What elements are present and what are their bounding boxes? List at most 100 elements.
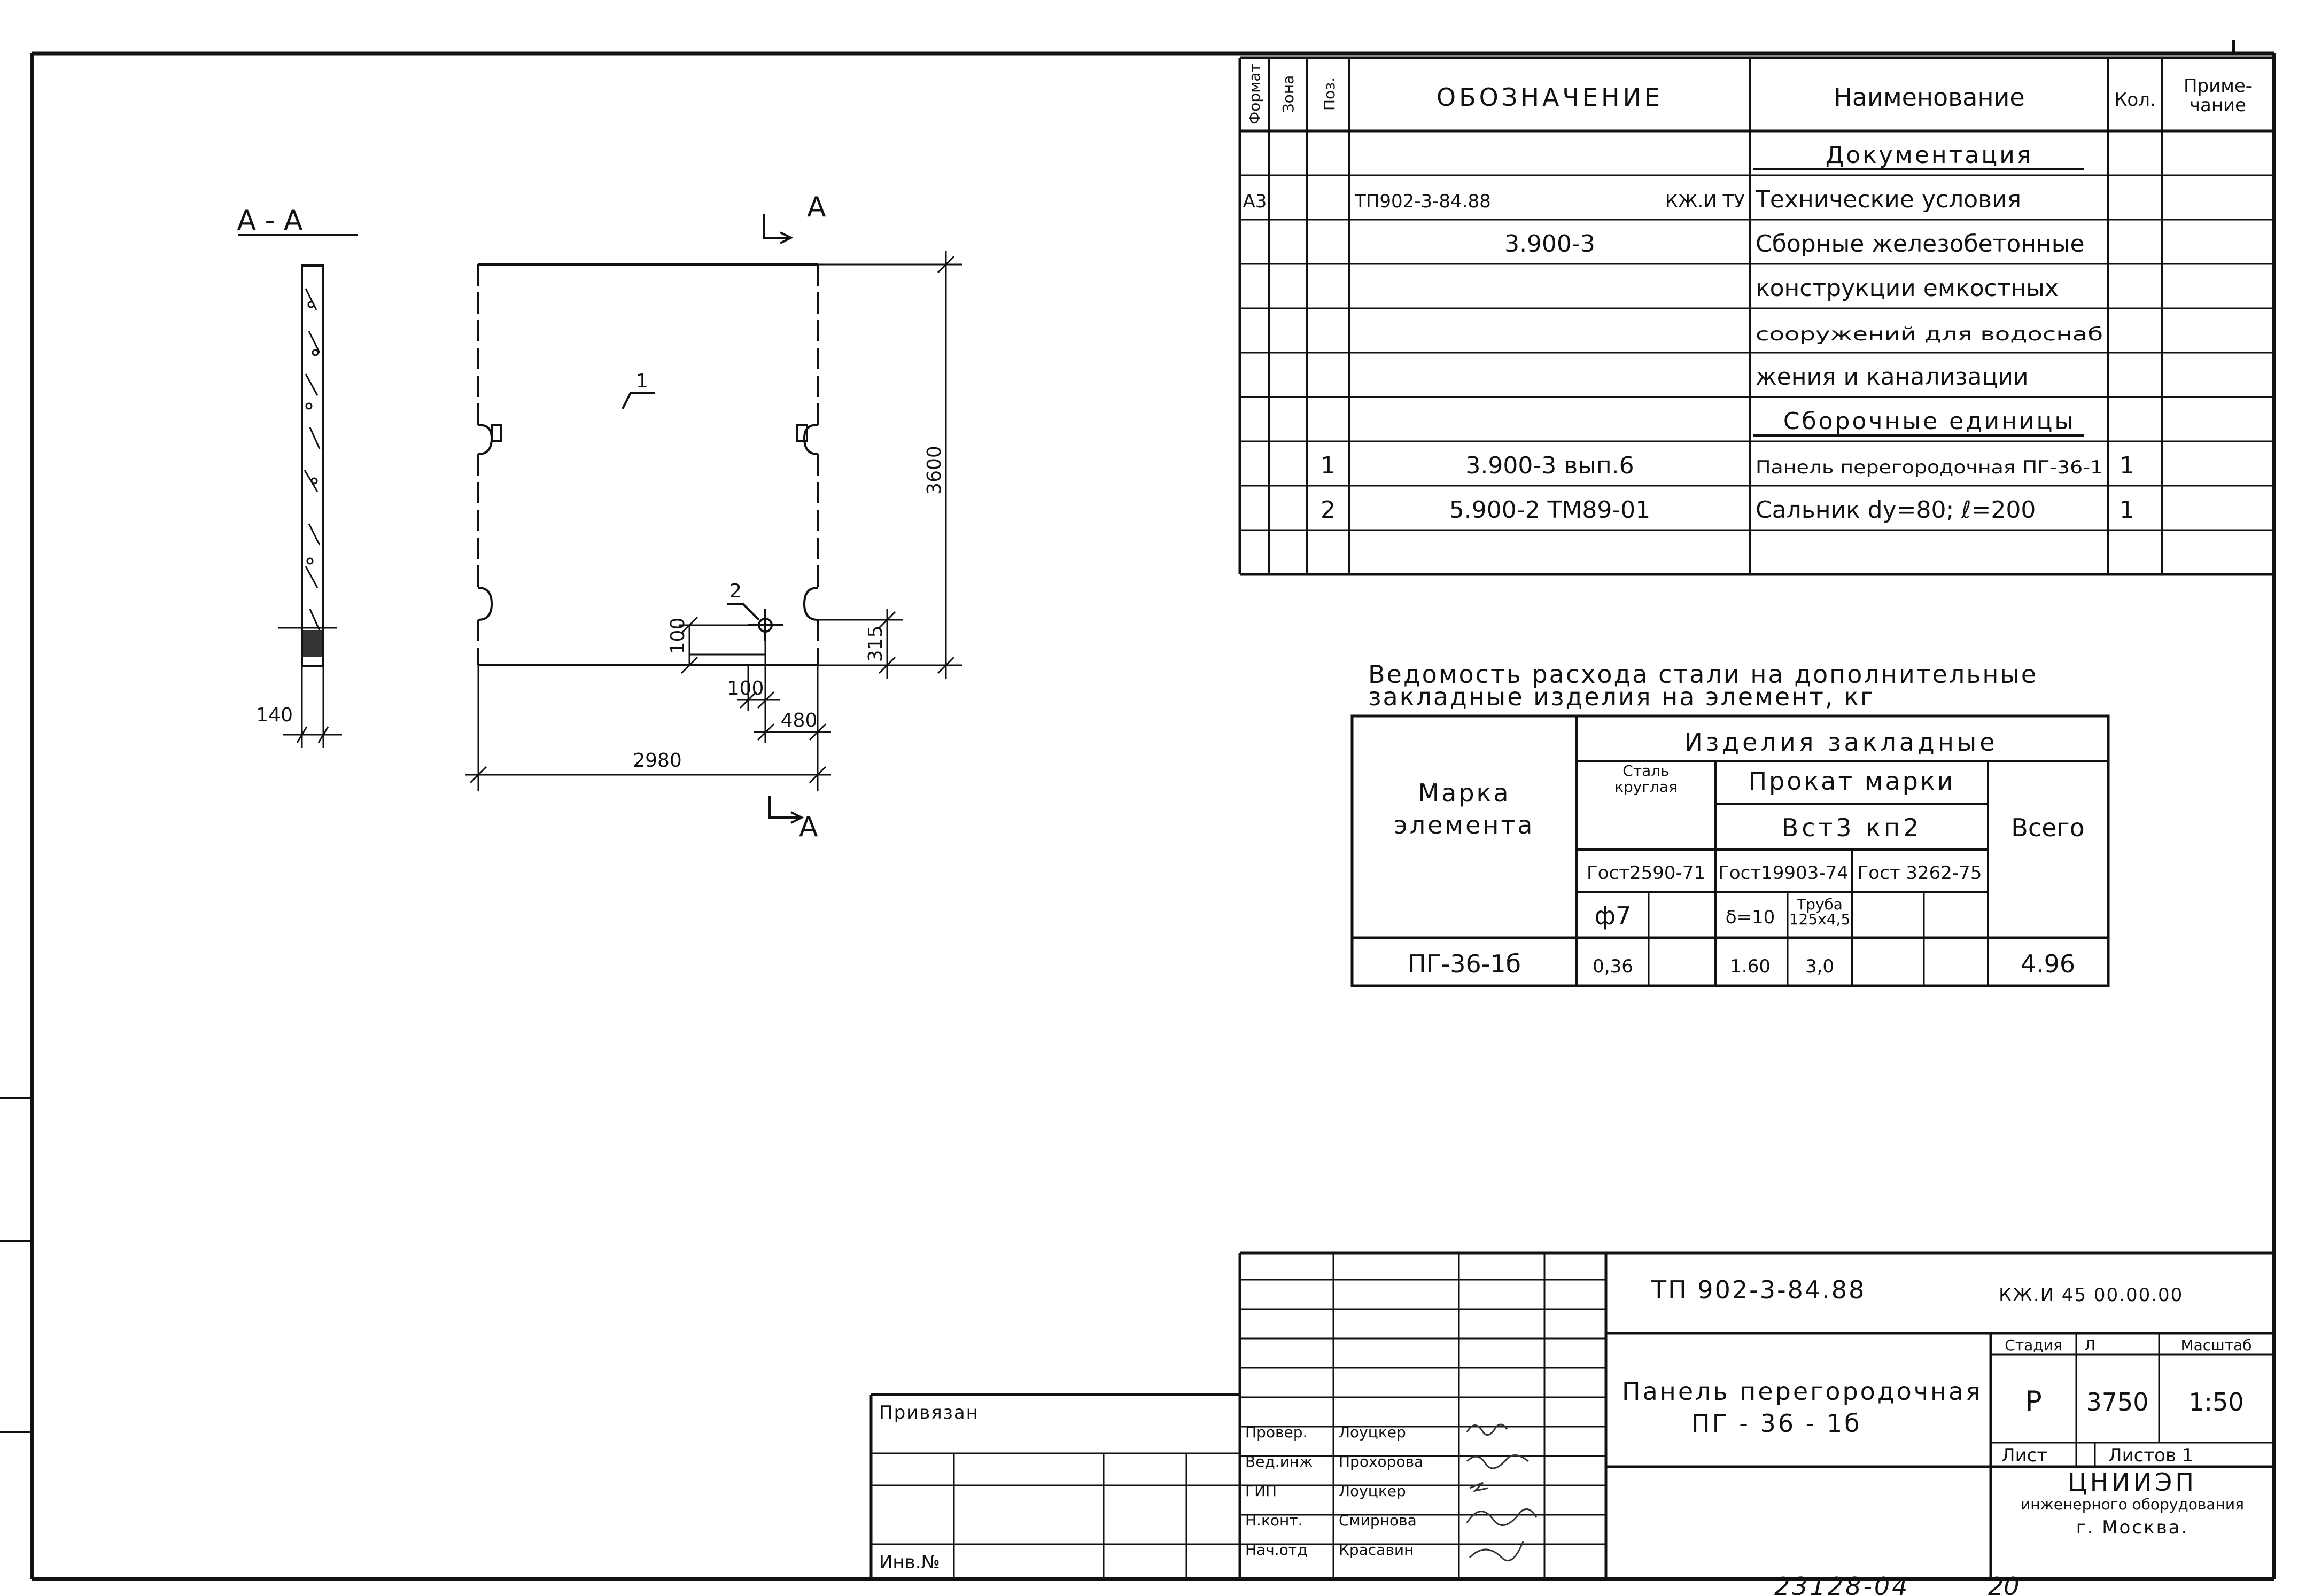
dim-height: 3600 [923, 446, 945, 495]
stamp-text: ТП 902-3-84.88 КЖ.И 45 00.00.00 Панель п… [879, 1275, 2252, 1596]
size-2: δ=10 [1726, 907, 1775, 928]
size-3a: Труба [1796, 896, 1843, 913]
dim-hole-height: 315 [865, 626, 887, 663]
spec-name: Сборочные единицы [1783, 408, 2075, 435]
row-total: 4.96 [2021, 949, 2075, 978]
hdr-designation: ОБОЗНАЧЕНИЕ [1437, 83, 1663, 112]
spec-designation: 5.900-2 ТМ89-01 [1449, 496, 1651, 524]
steel-title-2: закладные изделия на элемент, кг [1368, 682, 1875, 711]
stamp-frame [869, 1251, 2274, 1579]
privyazan-label: Привязан [879, 1402, 979, 1423]
spec-name: Документация [1826, 142, 2033, 169]
stamp-person: Лоуцкер [1339, 1482, 1406, 1500]
dim-hole-y: 100 [667, 618, 689, 655]
leader-pos-1: 1 [636, 370, 648, 392]
spec-pos: 1 [1321, 452, 1336, 479]
section-a-a: А - А 140 [237, 205, 358, 748]
steel-title-1: Ведомость расхода стали на дополнительны… [1368, 660, 2038, 689]
spec-name: Технические условия [1755, 186, 2021, 213]
steel-group: Изделия закладные [1684, 728, 1998, 757]
spec-table [1238, 56, 2274, 576]
spec-designation: 3.900-3 вып.6 [1465, 452, 1634, 479]
stamp-mass-hdr: Масштаб [2180, 1336, 2252, 1354]
stamp-mass: 3750 [2086, 1388, 2148, 1416]
stamp-person: Прохорова [1339, 1453, 1423, 1470]
stamp-scale: 1:50 [2188, 1388, 2243, 1416]
spec-name: конструкции емкостных [1756, 275, 2059, 302]
spec-qty: 1 [2120, 452, 2134, 479]
section-profile [301, 264, 324, 667]
panel-front-view [465, 214, 962, 824]
steel-mark-2: элемента [1394, 811, 1534, 839]
spec-name: жения и канализации [1756, 363, 2029, 391]
section-label: А - А [237, 205, 303, 237]
steel-table [1350, 714, 2110, 987]
stamp-title-1: Панель перегородочная [1622, 1377, 1983, 1406]
cut-marker-top: А [807, 191, 826, 223]
hdr-qty: Кол. [2114, 89, 2155, 111]
stamp-lists-hdr: Листов 1 [2108, 1445, 2193, 1466]
cut-marker-bottom: А [799, 811, 818, 843]
section-embed [303, 630, 322, 657]
spec-name: Сальник dу=80; ℓ=200 [1756, 496, 2036, 524]
signatures [1466, 1423, 1538, 1562]
hdr-pos: Поз. [1321, 77, 1338, 111]
hdr-note-2: чание [2190, 95, 2246, 116]
steel-total-hdr: Всего [2011, 813, 2084, 842]
stamp-org-2: инженерного оборудования [2021, 1496, 2244, 1513]
sheet-frame [0, 40, 2276, 1581]
steel-round-1: Сталь [1622, 762, 1669, 780]
steel-round-2: круглая [1614, 778, 1678, 796]
stamp-person: Красавин [1339, 1541, 1414, 1559]
hdr-name: Наименование [1834, 83, 2024, 112]
gost-2: Гост19903-74 [1718, 862, 1849, 884]
stamp-role: Нач.отд [1245, 1541, 1307, 1559]
hdr-zone: Зона [1279, 75, 1297, 113]
stamp-org-1: ЦНИИЭП [2068, 1468, 2197, 1497]
stamp-person: Смирнова [1339, 1512, 1417, 1529]
leader-pos-2: 2 [729, 580, 742, 602]
steel-rolled: Прокат марки [1748, 767, 1955, 796]
inv-label: Инв.№ [879, 1552, 940, 1573]
dim-thickness: 140 [256, 704, 293, 726]
dim-width: 2980 [633, 750, 682, 772]
stamp-list-hdr: Лист [2001, 1445, 2047, 1466]
footer-number: 23128-04 [1774, 1572, 1909, 1596]
footer-page: 20 [1988, 1572, 2020, 1596]
stamp-role: Вед.инж [1245, 1453, 1313, 1470]
stamp-sheet-hdr: Л [2084, 1336, 2095, 1354]
spec-pos: 2 [1321, 496, 1336, 524]
gost-3: Гост 3262-75 [1858, 862, 1982, 884]
size-1: ф7 [1595, 901, 1632, 930]
row-v1: 0,36 [1593, 956, 1633, 977]
stamp-role: ГИП [1245, 1482, 1277, 1500]
panel-labels: А А 1 2 3600 2980 480 100 100 315 [633, 191, 945, 843]
steel-grade: Вст3 кп2 [1782, 813, 1922, 842]
stamp-title-2: ПГ - 36 - 1б [1691, 1409, 1862, 1438]
stamp-role: Провер. [1245, 1423, 1307, 1441]
dim-hole-edge: 480 [781, 710, 818, 731]
stamp-code: ТП 902-3-84.88 [1651, 1275, 1866, 1304]
steel-mark-1: Марка [1418, 778, 1510, 807]
spec-name: Панель перегородочная ПГ-36-1 [1756, 457, 2103, 478]
dim-hole-x: 100 [727, 678, 764, 699]
spec-format: А3 [1243, 191, 1267, 212]
row-v3: 3,0 [1805, 956, 1834, 977]
row-v2: 1.60 [1730, 956, 1771, 977]
steel-table-text: Изделия закладные Марка элемента Сталь к… [1394, 728, 2084, 978]
spec-designation: 3.900-3 [1504, 230, 1595, 258]
stamp-org-3: г. Москва. [2076, 1517, 2189, 1538]
hdr-note-1: Приме- [2184, 75, 2252, 97]
hdr-format: Формат [1246, 64, 1263, 124]
stamp-stage: Р [2025, 1385, 2041, 1418]
row-mark: ПГ-36-1б [1408, 949, 1521, 978]
spec-name: Сборные железобетонные [1756, 230, 2085, 258]
steel-table-title: Ведомость расхода стали на дополнительны… [1368, 660, 2038, 711]
stamp-person: Лоуцкер [1339, 1423, 1406, 1441]
gost-1: Гост2590-71 [1587, 862, 1705, 884]
spec-header: Формат Зона Поз. ОБОЗНАЧЕНИЕ Наименовани… [1246, 64, 2252, 124]
spec-designation-2: КЖ.И ТУ [1665, 191, 1745, 212]
